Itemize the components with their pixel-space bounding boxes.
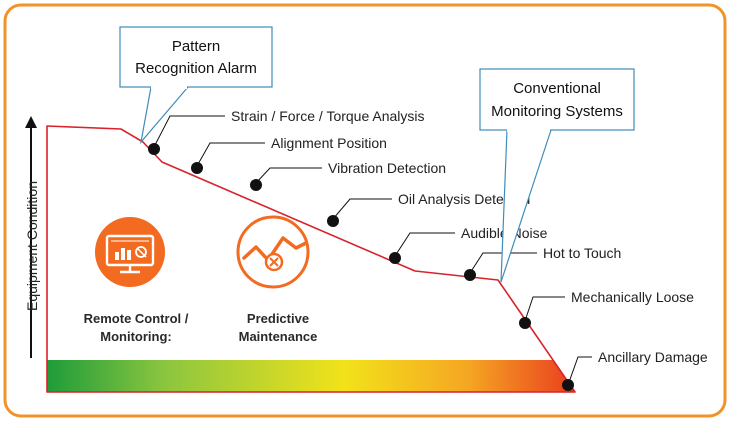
callout-line: Pattern <box>172 38 220 55</box>
pattern-recognition-callout: Pattern Recognition Alarm <box>119 26 273 145</box>
stage-label: Vibration Detection <box>328 160 446 176</box>
stage-label: Mechanically Loose <box>571 289 694 305</box>
stage-dot-noise <box>389 252 401 264</box>
remote-caption: Monitoring: <box>100 329 171 344</box>
stage-label: Hot to Touch <box>543 245 621 261</box>
condition-gradient-band <box>47 360 575 392</box>
conventional-monitoring-callout: Conventional Monitoring Systems <box>479 68 635 283</box>
stage-dot-vibration <box>250 179 262 191</box>
y-axis-arrow-icon <box>25 116 37 128</box>
stage-dot-strain <box>148 143 160 155</box>
y-axis: Equipment Condition <box>24 116 40 358</box>
callout-line: Recognition Alarm <box>135 60 257 77</box>
monitor-chart-icon <box>105 234 155 274</box>
remote-caption: Remote Control / <box>84 311 189 326</box>
predictive-caption: Predictive <box>247 311 309 326</box>
callout-line: Conventional <box>513 80 601 97</box>
stage-dot-loose <box>519 317 531 329</box>
stage-dot-alignment <box>191 162 203 174</box>
stage-label: Alignment Position <box>271 135 387 151</box>
stage-leaders <box>153 115 592 386</box>
stage-dot-damage <box>562 379 574 391</box>
stage-dot-oil <box>327 215 339 227</box>
predictive-maintenance-badge: Predictive Maintenance <box>236 215 318 344</box>
condition-curve <box>46 125 576 393</box>
remote-monitoring-badge: Remote Control / Monitoring: <box>84 217 189 344</box>
stage-label: Oil Analysis Detected <box>398 191 530 207</box>
stage-label: Ancillary Damage <box>598 349 708 365</box>
stage-dot-hot <box>464 269 476 281</box>
predictive-badge-circle <box>236 215 310 289</box>
stage-label: Strain / Force / Torque Analysis <box>231 108 425 124</box>
stage-dots <box>148 143 574 391</box>
y-axis-label: Equipment Condition <box>24 181 40 311</box>
callout-line: Monitoring Systems <box>491 103 623 120</box>
wrench-graph-icon <box>242 236 308 272</box>
predictive-caption: Maintenance <box>239 329 318 344</box>
